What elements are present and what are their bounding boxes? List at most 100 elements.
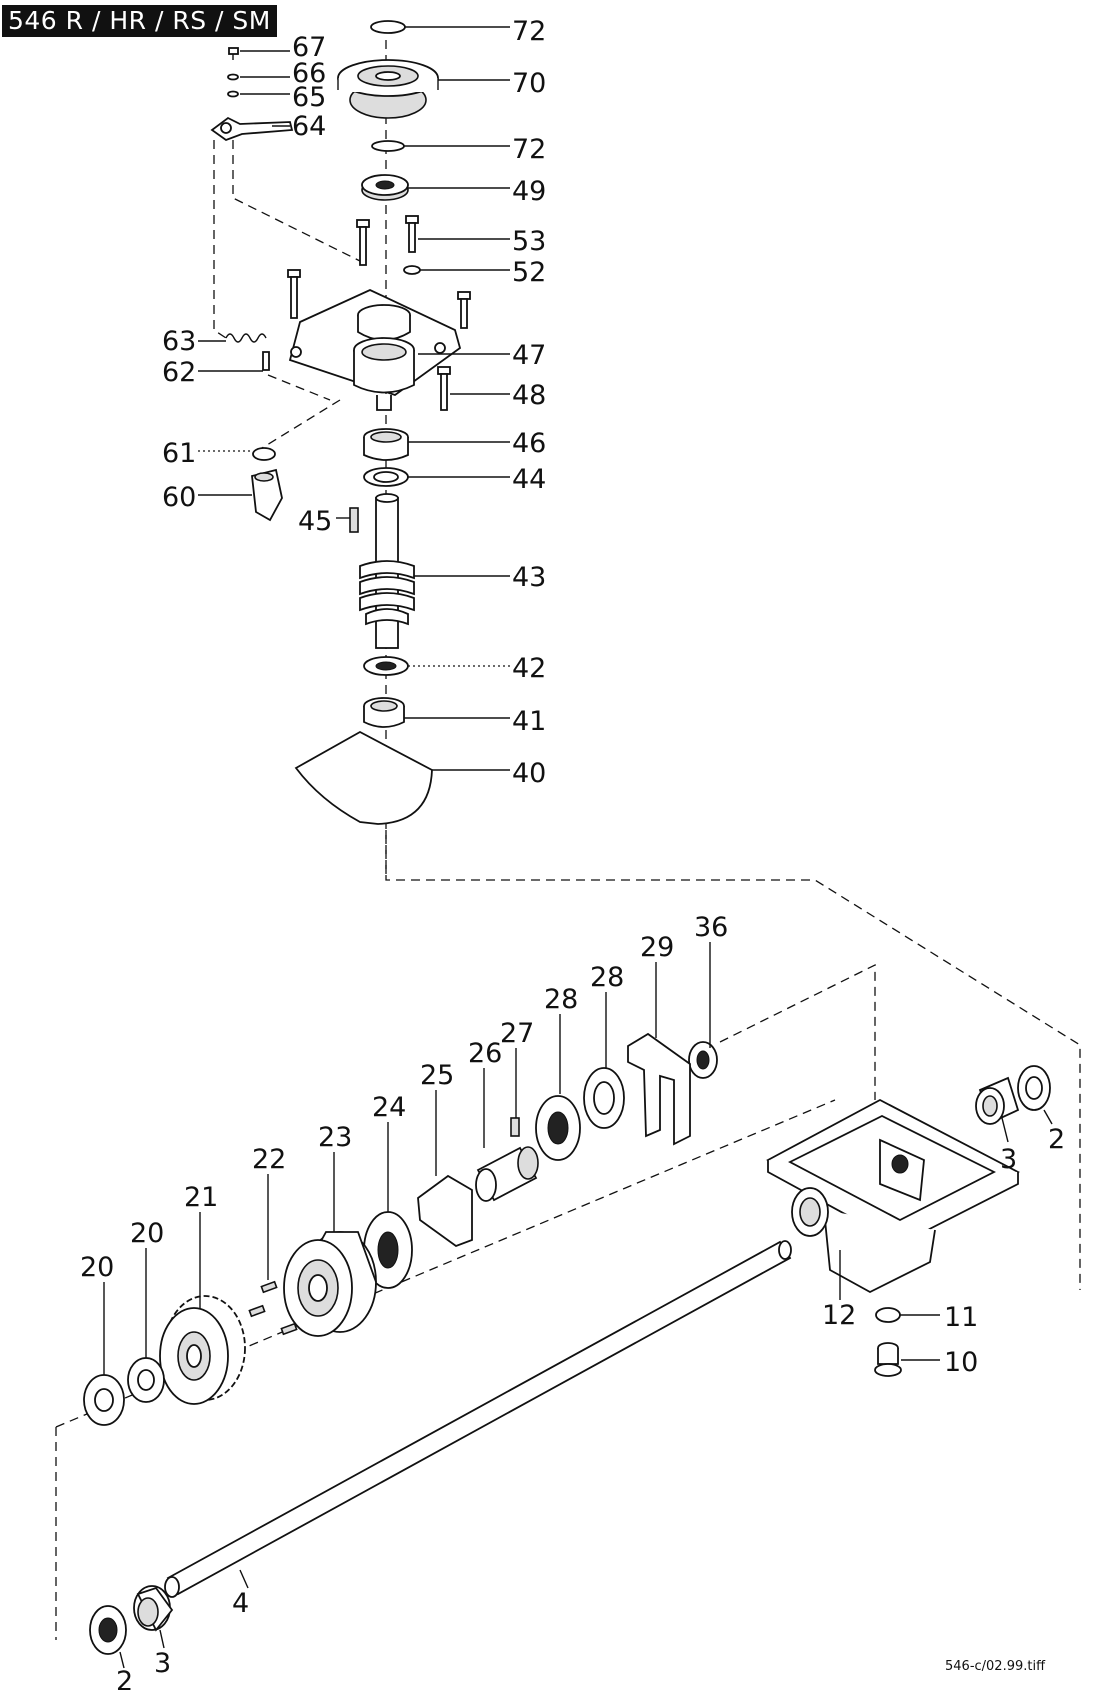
bushing-part-46 [363, 428, 409, 461]
callout-72-top: 72 [512, 16, 546, 47]
callout-2-upper: 2 [1048, 1124, 1065, 1155]
washer-part-20-b [83, 1374, 125, 1426]
callout-60: 60 [162, 482, 196, 513]
callout-64: 64 [292, 111, 326, 142]
seal-part-2-upper [1017, 1065, 1051, 1111]
assembly-route-line [385, 830, 1081, 1290]
washer-part-65 [227, 90, 239, 98]
gear-part-21 [159, 1295, 246, 1405]
upper-leader-lines [198, 26, 510, 771]
callout-23: 23 [318, 1122, 352, 1153]
needle-bearing-part-3-upper [975, 1076, 1020, 1125]
fork-part-29 [627, 1032, 691, 1146]
callout-40: 40 [512, 758, 546, 789]
washer-part-20-a [127, 1357, 165, 1403]
callout-10: 10 [944, 1347, 978, 1378]
callout-20-b: 20 [80, 1252, 114, 1283]
worm-shaft-part-43 [359, 493, 415, 649]
callout-3-lower: 3 [154, 1648, 171, 1679]
drain-plug-part-10 [874, 1342, 902, 1377]
callout-29: 29 [640, 932, 674, 963]
shaft-part-4 [164, 1240, 792, 1598]
callout-48: 48 [512, 380, 546, 411]
callout-3-upper: 3 [1000, 1144, 1017, 1175]
file-reference: 546-c/02.99.tiff [945, 1659, 1046, 1674]
key-pin-part-45 [349, 507, 359, 533]
callout-65: 65 [292, 82, 326, 113]
pulley-part-70 [337, 59, 439, 119]
washer-part-42 [363, 656, 409, 676]
callout-61: 61 [162, 438, 196, 469]
lever-part-64 [210, 116, 294, 142]
gear-stack-route-top [719, 963, 876, 1100]
plate-part-25 [417, 1174, 473, 1248]
gearbox-housing-part-12 [766, 1098, 1020, 1294]
spring-part-63 [225, 333, 267, 343]
diagram-title: 546 R / HR / RS / SM [2, 5, 277, 37]
callout-47: 47 [512, 340, 546, 371]
callout-11: 11 [944, 1302, 978, 1333]
callout-43: 43 [512, 562, 546, 593]
callout-25: 25 [420, 1060, 454, 1091]
needle-bearing-part-3-lower [133, 1585, 174, 1632]
bolt-part-53-right [405, 215, 419, 253]
callout-27: 27 [500, 1018, 534, 1049]
washer-part-28-b [535, 1095, 581, 1161]
callout-52: 52 [512, 257, 546, 288]
circlip-part-72-top [370, 20, 406, 34]
callout-62: 62 [162, 357, 196, 388]
circlip-part-72-lower [371, 140, 405, 152]
oring-part-61 [252, 447, 276, 461]
washer-part-36 [688, 1041, 718, 1079]
callout-53: 53 [512, 226, 546, 257]
callout-49: 49 [512, 176, 546, 207]
bolt-part-48 [437, 366, 451, 411]
lower-leader-lines [103, 942, 1053, 1669]
callout-12: 12 [822, 1300, 856, 1331]
bolt-housing-right [457, 291, 471, 329]
washer-part-28-a [583, 1067, 625, 1129]
callout-26: 26 [468, 1038, 502, 1069]
bushing-part-41 [363, 697, 405, 728]
callout-20-a: 20 [130, 1218, 164, 1249]
screw-part-67 [228, 47, 239, 60]
callout-28-b: 28 [544, 984, 578, 1015]
callout-41: 41 [512, 706, 546, 737]
callout-21: 21 [184, 1182, 218, 1213]
callout-45: 45 [298, 506, 332, 537]
oring-part-11 [875, 1307, 901, 1323]
pins-part-22 [248, 1280, 298, 1336]
callout-22: 22 [252, 1144, 286, 1175]
lever-link-line [232, 140, 363, 263]
key-part-27 [510, 1117, 520, 1137]
washer-part-66 [227, 73, 239, 81]
coupling-part-60 [251, 468, 283, 522]
callout-70: 70 [512, 68, 546, 99]
callout-66: 66 [292, 58, 326, 89]
bolt-part-53-left [356, 219, 370, 266]
bearing-part-49 [361, 174, 409, 201]
callout-labels: 72 67 66 70 65 64 72 49 53 52 63 47 62 4… [80, 16, 1065, 1690]
callout-46: 46 [512, 428, 546, 459]
callout-24: 24 [372, 1092, 406, 1123]
callout-42: 42 [512, 653, 546, 684]
housing-link-line [261, 399, 341, 449]
washer-part-44 [363, 467, 409, 487]
pin-link-line [267, 374, 331, 401]
cover-housing-part-47 [288, 289, 462, 411]
seal-part-2-lower [89, 1605, 127, 1655]
lever-spring-link [213, 140, 227, 339]
callout-44: 44 [512, 464, 546, 495]
callout-4: 4 [232, 1588, 249, 1619]
callout-28-a: 28 [590, 962, 624, 993]
callout-72-lower: 72 [512, 134, 546, 165]
callout-67: 67 [292, 32, 326, 63]
gasket-part-40 [294, 730, 433, 825]
callout-36: 36 [694, 912, 728, 943]
bolt-housing-left [287, 269, 301, 319]
hub-part-23 [283, 1231, 377, 1337]
pin-part-62 [262, 351, 270, 371]
clutch-dog-part-26 [475, 1146, 539, 1202]
splined-disc-part-24 [363, 1211, 413, 1289]
